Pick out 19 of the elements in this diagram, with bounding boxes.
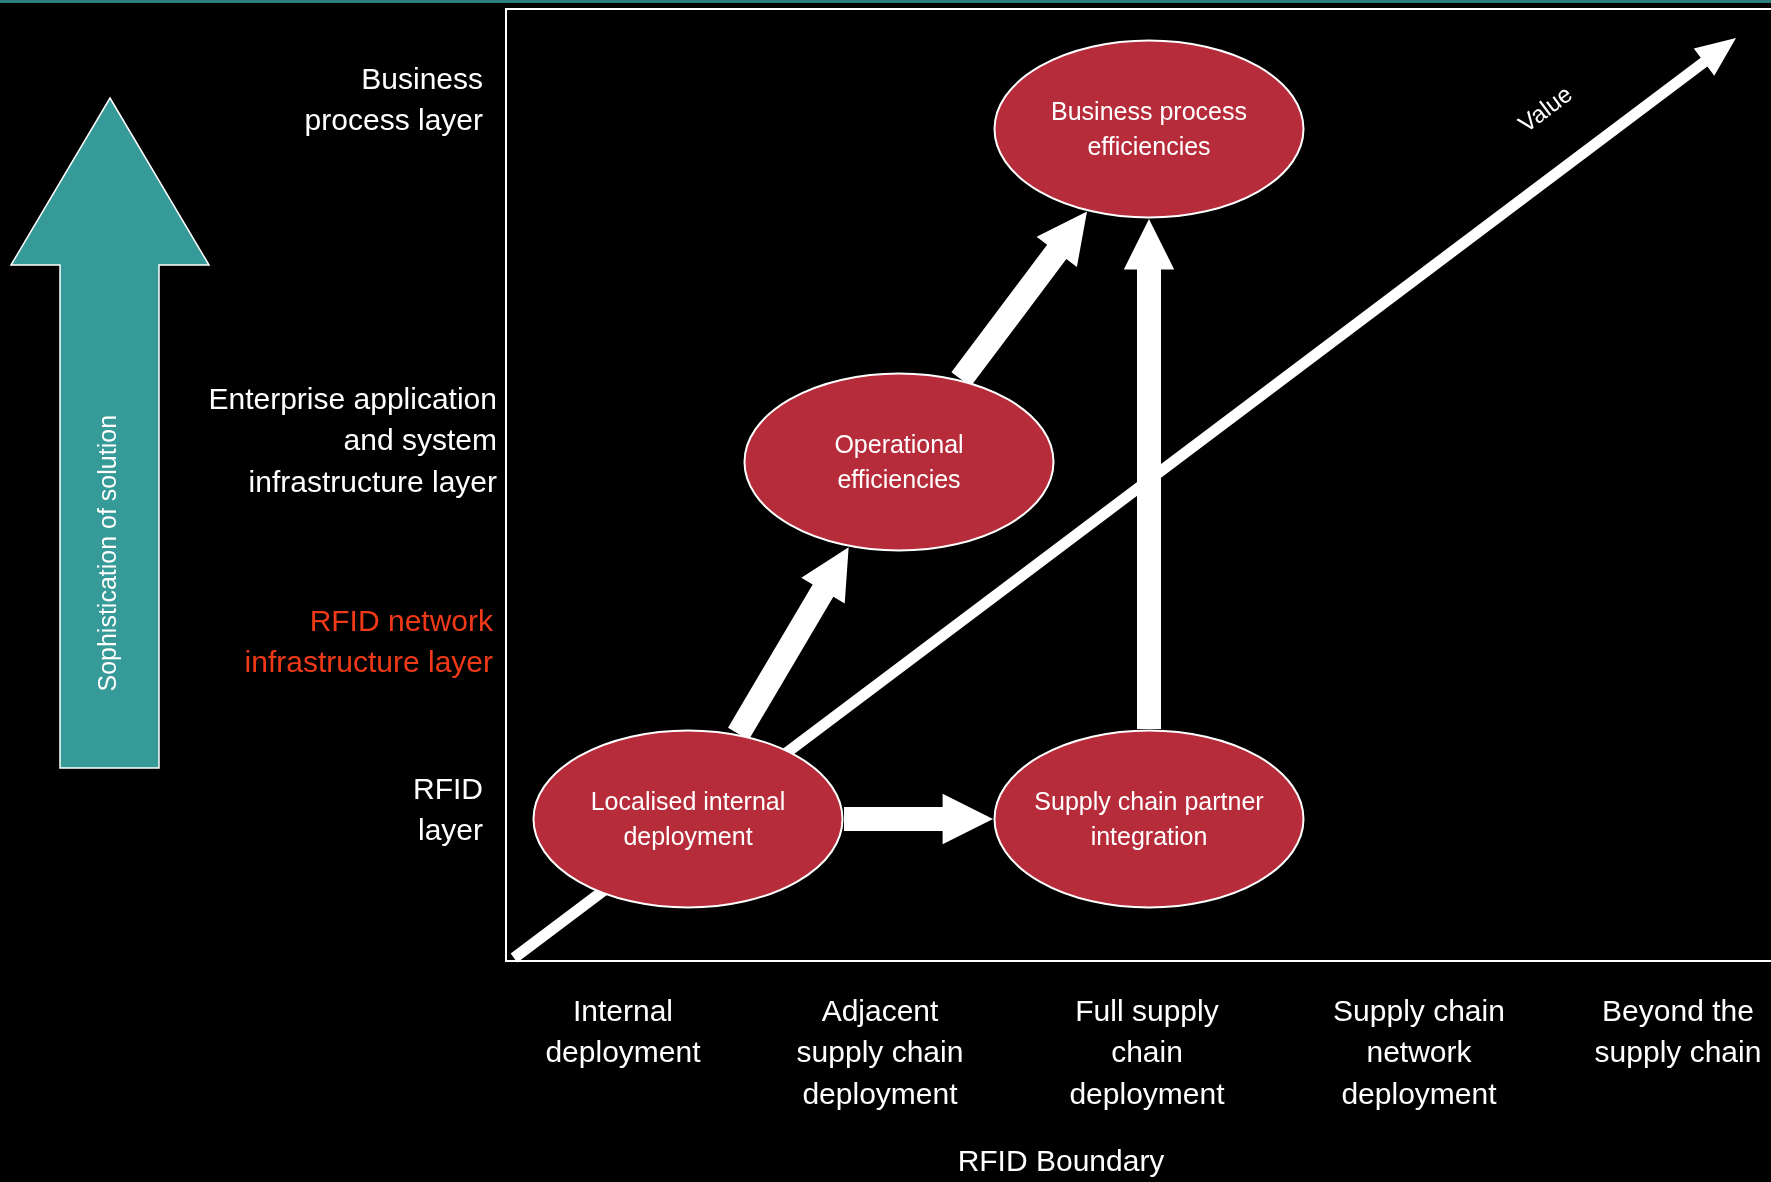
layer-label: Enterprise application and system infrastructure layer [207,381,497,500]
node-label: Operational efficiencies [833,429,965,495]
axis-title: RFID Boundary [956,1143,1166,1179]
block-arrow [844,793,993,845]
arrow-label: Sophistication of solution [91,413,122,694]
block-arrow [728,547,849,740]
node-label: Supply chain partner integration [1034,786,1264,852]
layer-label: RFID layer [412,771,483,849]
node-label: Business process efficiencies [1050,96,1248,162]
axis-category-label: Adjacent supply chain deployment [795,993,965,1112]
axis-category-label: Supply chain network deployment [1332,993,1506,1112]
arrow-label: Value [1512,78,1578,140]
node-label: Localised internal deployment [589,786,787,852]
axis-category-label: Internal deployment [544,993,702,1071]
axis-category-label: Full supply chain deployment [1068,993,1226,1112]
layer-label: RFID network infrastructure layer [243,603,493,681]
axis-category-label: Beyond the supply chain [1593,993,1763,1071]
block-arrow [1123,219,1175,729]
layer-label: Business process layer [303,61,483,139]
